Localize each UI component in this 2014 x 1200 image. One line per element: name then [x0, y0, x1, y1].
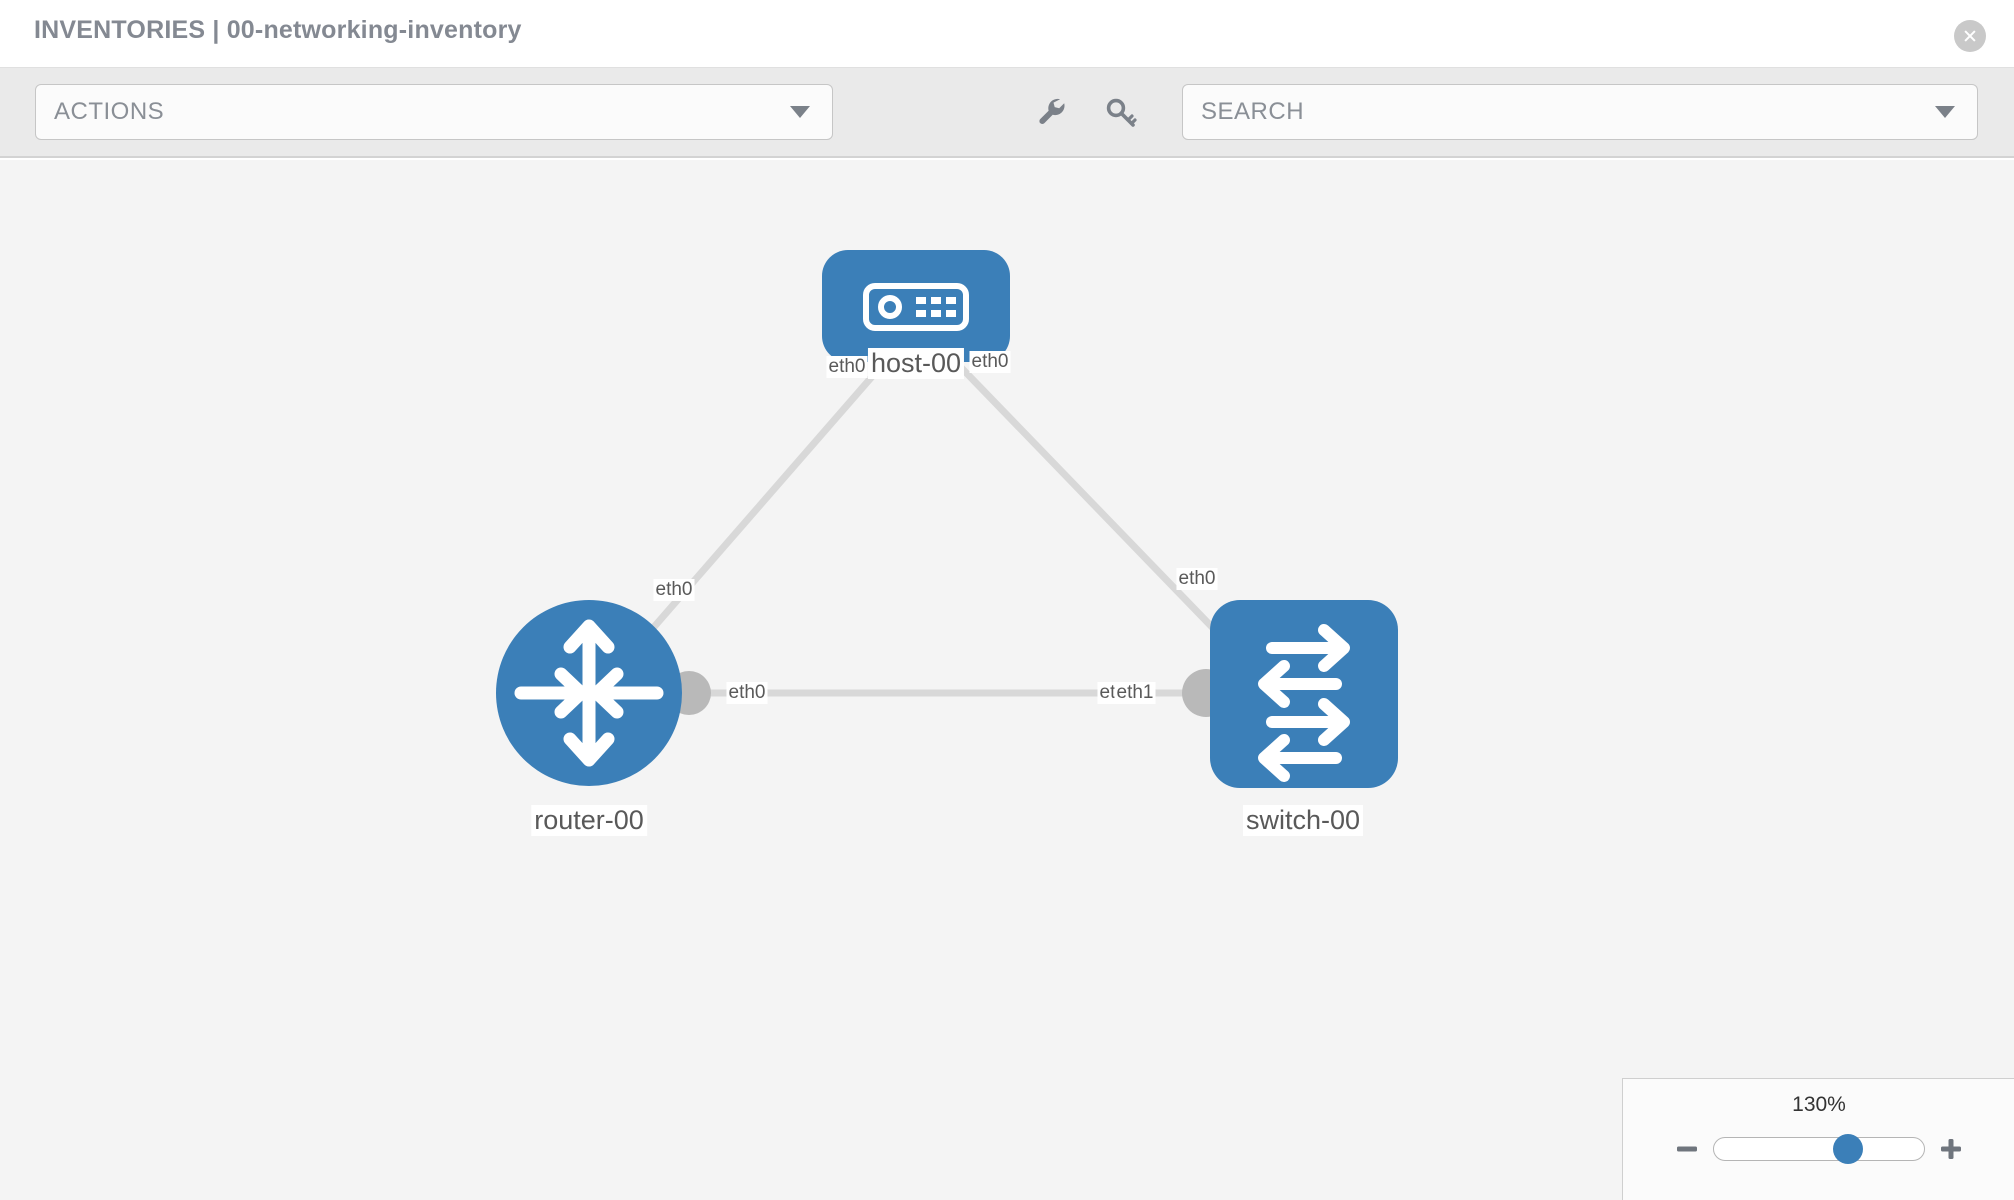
iface-label-router00-right: eth0	[726, 682, 768, 704]
zoom-level-value: 130%	[1792, 1093, 1846, 1116]
link-host00-switch00[interactable]	[947, 353, 1243, 659]
zoom-slider-thumb[interactable]	[1833, 1134, 1864, 1164]
wrench-icon[interactable]	[1035, 95, 1069, 129]
zoom-control-panel: 130%	[1622, 1078, 2014, 1200]
node-label-host-00: host-00	[867, 348, 965, 379]
page-title: INVENTORIES | 00-networking-inventory	[34, 16, 522, 44]
iface-label-host00-right: eth0	[969, 351, 1011, 373]
node-router-00[interactable]	[496, 600, 682, 786]
server-appliance-icon	[863, 283, 969, 331]
node-switch-00[interactable]	[1210, 600, 1398, 788]
toolbar: ACTIONS SEARCH	[0, 68, 2014, 158]
node-label-router-00: router-00	[531, 805, 647, 836]
zoom-control-row	[1623, 1127, 2014, 1171]
search-placeholder: SEARCH	[1201, 98, 1305, 125]
node-label-switch-00: switch-00	[1242, 805, 1364, 836]
chevron-down-icon[interactable]	[1935, 106, 1955, 118]
close-icon[interactable]	[1954, 20, 1986, 52]
four-arrows-inward-icon	[514, 619, 664, 767]
bidirectional-arrows-icon	[1258, 624, 1350, 782]
page-header: INVENTORIES | 00-networking-inventory	[0, 0, 2014, 68]
node-host-00[interactable]	[822, 250, 1010, 362]
link-host00-router00[interactable]	[617, 353, 893, 669]
topology-graph	[496, 250, 1398, 788]
iface-label-host00-left: eth0	[826, 356, 868, 378]
topology-connectors	[604, 328, 1258, 717]
toolbar-icon-group	[1035, 84, 1139, 140]
minus-icon[interactable]	[1675, 1137, 1699, 1161]
iface-label-router00-up: eth0	[653, 579, 695, 601]
key-icon[interactable]	[1105, 95, 1139, 129]
iface-label-switch00-left: eth1	[1114, 682, 1156, 704]
topology-links	[617, 353, 1248, 697]
chevron-down-icon	[790, 106, 810, 118]
actions-dropdown-label: ACTIONS	[54, 98, 165, 125]
actions-dropdown[interactable]: ACTIONS	[35, 84, 833, 140]
zoom-slider[interactable]	[1713, 1134, 1925, 1164]
plus-icon[interactable]	[1939, 1137, 1963, 1161]
search-input[interactable]: SEARCH	[1182, 84, 1978, 140]
iface-label-switch00-up: eth0	[1176, 568, 1218, 590]
topology-canvas[interactable]: eth0 eth0 eth0 eth0 eth0 eth0 eth1 host-…	[0, 160, 2014, 1200]
